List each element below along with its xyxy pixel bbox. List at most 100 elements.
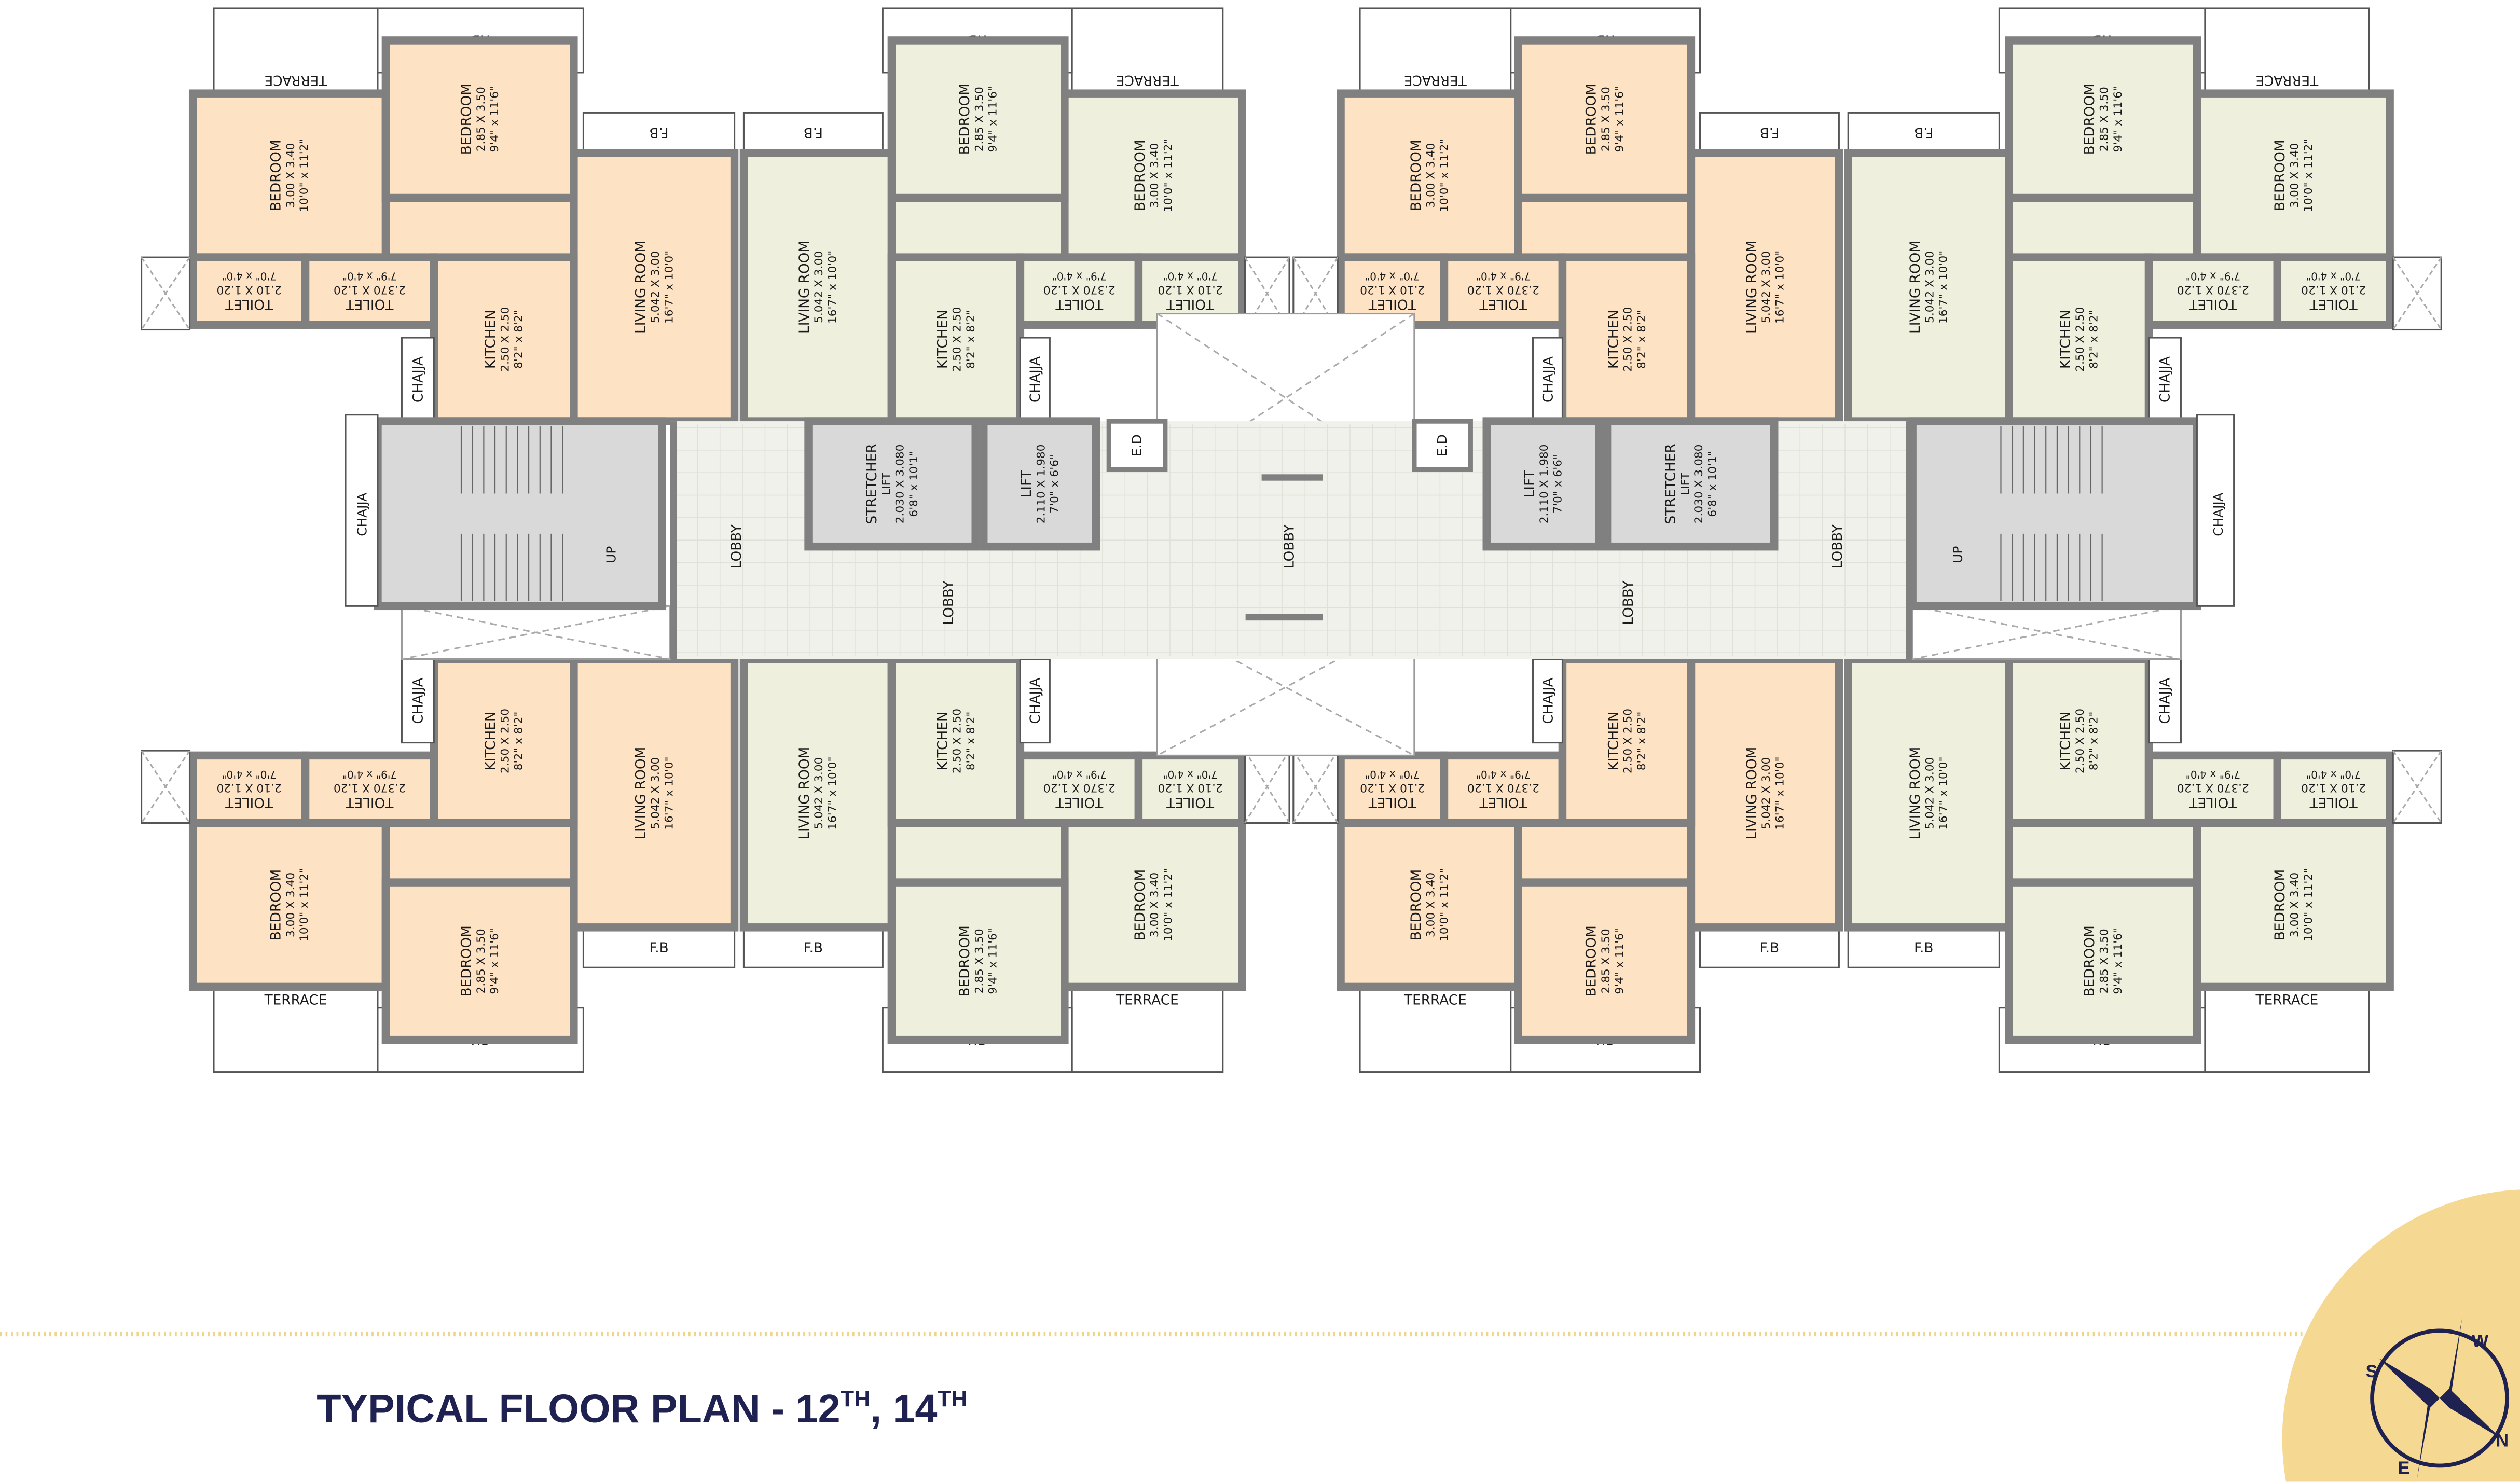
lift-label-line: 2.110 X 1.980 (1538, 445, 1551, 524)
bedroom-small-label-line: 2.85 X 3.50 (1600, 929, 1613, 993)
toilet-a-label-line: 7'0" x 4'0" (1163, 270, 1217, 283)
hall (1518, 198, 1691, 258)
living-room-label: LIVING ROOM5.042 X 3.0016'7" x 10'0" (1908, 241, 1950, 334)
toilet-b-label: TOILET2.370 X 1.207'9" x 4'0" (1043, 768, 1116, 810)
kitchen-label-line: KITCHEN (935, 310, 951, 369)
bedroom-small-label-line: 2.85 X 3.50 (973, 87, 986, 151)
bedroom-small-label: BEDROOM2.85 X 3.509'4" x 11'6" (957, 84, 1000, 155)
chajja-left (345, 414, 379, 607)
bedroom-small-label: BEDROOM2.85 X 3.509'4" x 11'6" (459, 925, 502, 996)
toilet-a-label-line: 7'0" x 4'0" (2306, 768, 2361, 781)
chajja-label-line: CHAJJA (411, 356, 426, 403)
kitchen-label-line: 8'2" x 8'2" (513, 310, 526, 369)
chajja-label: CHAJJA (1028, 677, 1043, 724)
toilet-b-label-line: 2.370 X 1.20 (2177, 283, 2249, 296)
toilet-a-label-line: 2.10 X 1.20 (1360, 781, 1425, 794)
lift (1482, 417, 1603, 551)
toilet-b-label: TOILET2.370 X 1.207'9" x 4'0" (1467, 768, 1539, 810)
bedroom-small (1514, 36, 1696, 202)
stretcher-lift-label-line: LIFT (1679, 472, 1692, 495)
toilet-b-label-line: TOILET (1479, 794, 1528, 810)
chajja-label: CHAJJA (1540, 677, 1556, 724)
lobby-label: LOBBY (1830, 524, 1846, 569)
void-cross (1156, 313, 1415, 483)
lobby-label-line: LOBBY (1621, 580, 1636, 625)
fb-side-label: F.B (1760, 124, 1779, 140)
bedroom-large-label-line: 3.00 X 3.40 (284, 143, 297, 208)
bedroom-large-label-line: 10'0" x 11'2" (298, 868, 311, 941)
chajja-label-line: CHAJJA (2158, 356, 2173, 403)
bedroom-large (2193, 89, 2394, 261)
bedroom-large-label-line: 10'0" x 11'2" (298, 139, 311, 212)
kitchen-label-line: 2.50 X 2.50 (1622, 307, 1635, 372)
hall (2008, 823, 2197, 883)
stretcher-lift-label-line: 6'8" x 10'1" (907, 451, 920, 517)
compass-needle-icon (2378, 1358, 2440, 1408)
bedroom-small-label-line: BEDROOM (1584, 84, 1600, 155)
kitchen-label: KITCHEN2.50 X 2.508'2" x 8'2" (935, 709, 977, 773)
kitchen-label-line: 8'2" x 8'2" (2087, 310, 2100, 369)
kitchen (887, 655, 1025, 827)
toilet-a (2273, 253, 2394, 329)
bedroom-large-label-line: BEDROOM (1409, 140, 1424, 211)
bedroom-small-label-line: 2.85 X 3.50 (973, 929, 986, 993)
living-room-label-line: LIVING ROOM (1744, 747, 1760, 840)
living-room-label-line: LIVING ROOM (797, 241, 813, 334)
staircase (374, 417, 666, 611)
kitchen-label-line: KITCHEN (935, 711, 951, 770)
kitchen-label-line: 8'2" x 8'2" (2087, 712, 2100, 771)
living-room-label: LIVING ROOM5.042 X 3.0016'7" x 10'0" (634, 241, 676, 334)
staircase (1908, 417, 2201, 611)
kitchen (1558, 655, 1696, 827)
bedroom-large-label-line: 3.00 X 3.40 (1148, 143, 1161, 208)
stair-up-label: UP (603, 546, 618, 563)
toilet-a-label: TOILET2.10 X 1.207'0" x 4'0" (1158, 768, 1222, 810)
living-room-label-line: 16'7" x 10'0" (1937, 251, 1950, 324)
bedroom-small-label-line: 9'4" x 11'6" (488, 928, 501, 994)
toilet-b-label-line: TOILET (2188, 794, 2237, 810)
bedroom-small-label-line: BEDROOM (459, 84, 475, 155)
kitchen-label-line: KITCHEN (483, 711, 499, 770)
kitchen-label: KITCHEN2.50 X 2.508'2" x 8'2" (2058, 307, 2101, 372)
stretcher-lift (804, 417, 980, 551)
chajja-label: CHAJJA (354, 493, 369, 536)
toilet-a-label-line: 7'0" x 4'0" (2306, 270, 2361, 283)
plan-title-main: TYPICAL FLOOR PLAN - 12 (316, 1387, 840, 1431)
stretcher-lift-label-line: STRETCHER (864, 444, 880, 524)
toilet-a-label: TOILET2.10 X 1.207'0" x 4'0" (1360, 768, 1425, 810)
kitchen-label-line: 2.50 X 2.50 (499, 709, 512, 773)
kitchen-label-line: 8'2" x 8'2" (513, 712, 526, 771)
living-room-label: LIVING ROOM5.042 X 3.0016'7" x 10'0" (1744, 747, 1787, 840)
toilet-b-label-line: 7'9" x 4'0" (342, 270, 397, 283)
bedroom-large-label-line: 10'0" x 11'2" (2302, 868, 2315, 941)
lift-label-line: 7'0" x 6'6" (1049, 454, 1062, 514)
electric-duct-label: E.D (1435, 434, 1450, 456)
stretcher-lift-label-line: LIFT (880, 472, 893, 495)
terrace-label: TERRACE (1404, 72, 1467, 88)
lift-label-line: LIFT (1019, 469, 1035, 497)
toilet-b (1016, 751, 1143, 827)
bedroom-small-label-line: 9'4" x 11'6" (987, 86, 1000, 152)
fb-side (582, 112, 736, 154)
fb-side-label: F.B (1914, 940, 1933, 956)
chajja (2147, 658, 2182, 744)
hall (2008, 198, 2197, 258)
fb-side (1699, 112, 1840, 154)
living-room-label-line: 16'7" x 10'0" (827, 251, 839, 324)
bedroom-large-label-line: 3.00 X 3.40 (2289, 872, 2302, 937)
living-room-label: LIVING ROOM5.042 X 3.0016'7" x 10'0" (797, 747, 839, 840)
fb-side-label-line: F.B (804, 940, 823, 956)
toilet-b (301, 751, 438, 827)
living-room-label-line: 5.042 X 3.00 (649, 251, 662, 323)
toilet-a (188, 751, 310, 827)
toilet-b-label: TOILET2.370 X 1.207'9" x 4'0" (334, 270, 406, 312)
toilet-a-label-line: TOILET (225, 794, 273, 810)
toilet-b-label-line: TOILET (1479, 296, 1528, 312)
bedroom-small-label-line: BEDROOM (2082, 925, 2098, 996)
